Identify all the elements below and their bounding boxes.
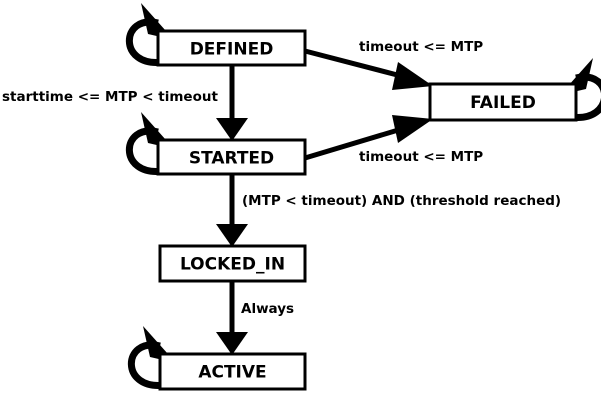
edge-label-started-to-locked-in: (MTP < timeout) AND (threshold reached): [242, 193, 561, 209]
edge-defined-to-started: [216, 65, 248, 141]
state-label-failed: FAILED: [470, 93, 536, 113]
state-node-locked-in[interactable]: LOCKED_IN: [158, 244, 307, 283]
state-box-active[interactable]: [158, 352, 307, 391]
edge-locked-in-to-active: [216, 281, 248, 355]
edge-label-started-to-failed: timeout <= MTP: [359, 149, 483, 165]
state-label-locked-in: LOCKED_IN: [180, 255, 285, 275]
state-box-failed[interactable]: [428, 82, 578, 122]
state-label-defined: DEFINED: [190, 40, 274, 60]
edge-label-locked-in-to-active: Always: [241, 301, 294, 317]
edge-defined-to-failed: [304, 48, 433, 90]
edge-label-defined-to-started: starttime <= MTP < timeout: [2, 89, 218, 105]
state-label-started: STARTED: [189, 149, 274, 169]
edge-started-to-locked-in: [216, 174, 248, 247]
edge-started-to-failed: [304, 115, 433, 161]
state-node-active[interactable]: ACTIVE: [158, 352, 307, 391]
state-node-defined[interactable]: DEFINED: [156, 29, 307, 67]
state-box-started[interactable]: [156, 138, 307, 176]
state-node-failed[interactable]: FAILED: [428, 82, 578, 122]
state-node-started[interactable]: STARTED: [156, 138, 307, 176]
state-box-locked-in[interactable]: [158, 244, 307, 283]
state-label-active: ACTIVE: [198, 363, 266, 383]
edge-label-defined-to-failed: timeout <= MTP: [359, 39, 483, 55]
state-box-defined[interactable]: [156, 29, 307, 67]
